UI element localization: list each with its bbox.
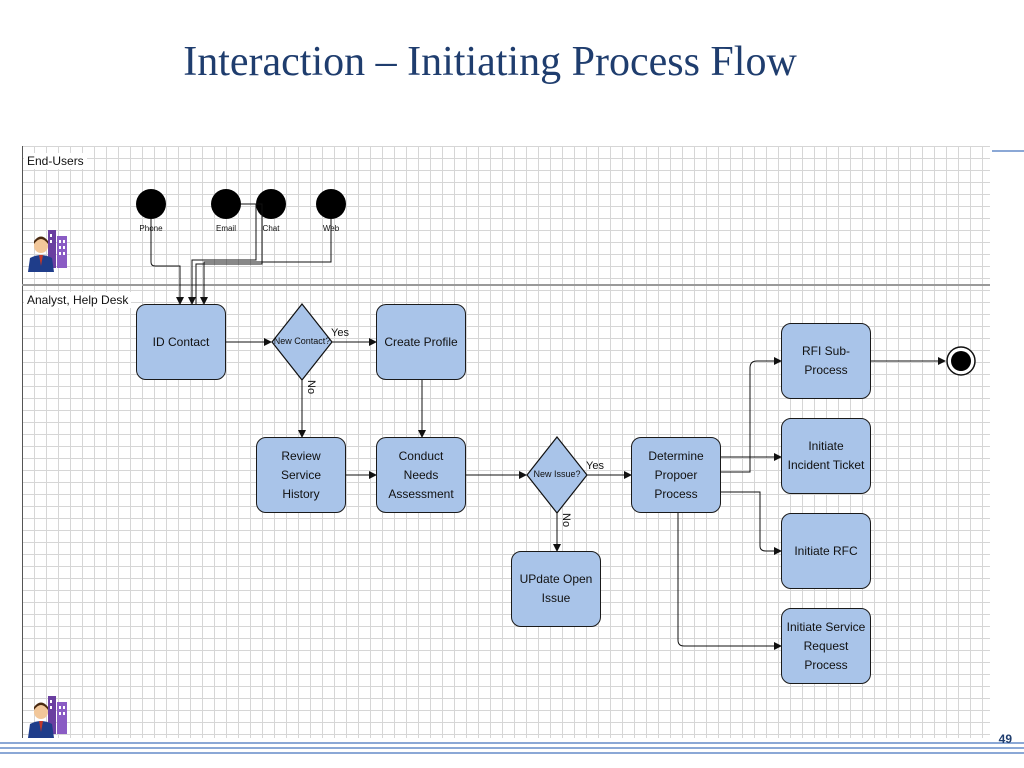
footer-lines [0,742,1024,757]
channel-label-web: Web [322,224,340,233]
edge-label-no-new-issue: No [560,513,572,528]
new-issue-label: New Issue? [533,469,581,479]
initiate-rfc-node[interactable]: Initiate RFC [781,513,871,589]
email-channel-node [211,189,241,219]
initiate-incident-ticket-node[interactable]: Initiate Incident Ticket [781,418,871,494]
channel-label-phone: Phone [139,224,163,233]
update-open-issue-node[interactable]: UPdate Open Issue [511,551,601,627]
determine-process-node[interactable]: Determine Propoer Process [631,437,721,513]
create-profile-node[interactable]: Create Profile [376,304,466,380]
page-number: 49 [998,732,1012,746]
channel-label-chat: Chat [262,224,280,233]
edge-label-no-new-contact: No [305,380,317,395]
user-with-building-icon [28,230,67,272]
channel-label-email: Email [215,224,236,233]
slide-title: Interaction – Initiating Process Flow [183,39,797,85]
phone-channel-node [136,189,166,219]
web-channel-node [316,189,346,219]
rfi-subprocess-node[interactable]: RFI Sub-Process [781,323,871,399]
chat-channel-node [256,189,286,219]
user-with-building-icon [28,696,67,738]
title-accent-line [992,150,1024,152]
edge-label-yes-new-contact: Yes [331,327,349,339]
conduct-needs-assessment-node[interactable]: Conduct Needs Assessment [376,437,466,513]
edge-label-yes-new-issue: Yes [586,460,604,472]
id-contact-node[interactable]: ID Contact [136,304,226,380]
lane-divider [22,284,990,286]
initiate-service-request-node[interactable]: Initiate Service Request Process [781,608,871,684]
new-contact-label: New Contact? [273,336,331,346]
lane-label-analyst: Analyst, Help Desk [24,292,132,308]
review-service-history-node[interactable]: Review Service History [256,437,346,513]
diagram-left-border [22,146,23,738]
lane-label-end-users: End-Users [24,153,87,169]
